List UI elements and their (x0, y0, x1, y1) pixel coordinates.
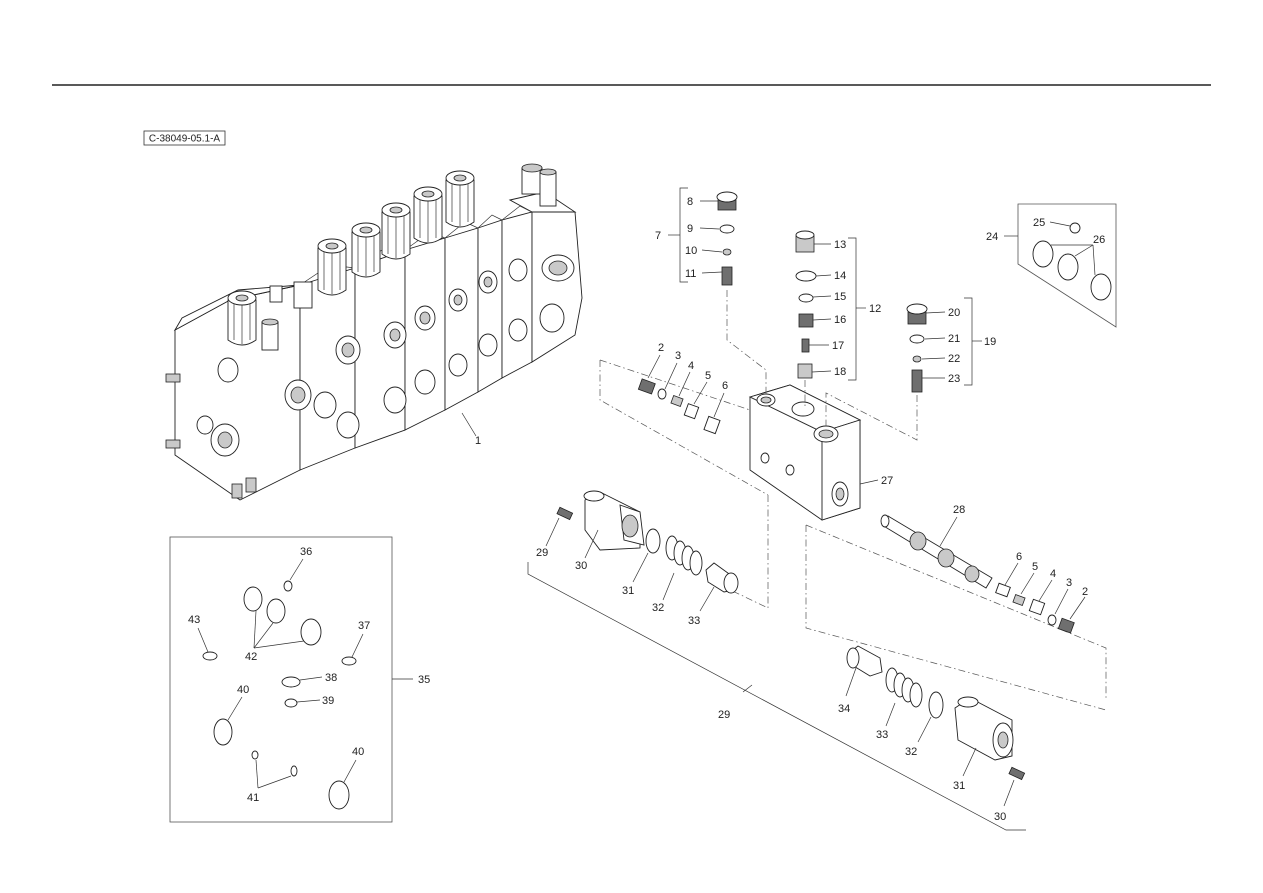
callout-22: 22 (948, 353, 960, 365)
callout-11: 11 (685, 268, 696, 280)
section-body-27: 27 (748, 384, 893, 521)
callout-29: 29 (718, 709, 730, 721)
assembly-line-29: 29 (527, 562, 1026, 831)
callout-1: 1 (475, 435, 481, 447)
callout-12: 12 (869, 303, 881, 315)
callout-26: 26 (1093, 234, 1105, 246)
callout-37: 37 (358, 620, 370, 632)
callout-24: 24 (986, 231, 998, 243)
figure-reference: C-38049-05.1-A (149, 134, 220, 145)
callout-21: 21 (948, 333, 960, 345)
callout-30-left: 29 (536, 547, 548, 559)
callout-3-right: 3 (1066, 577, 1072, 589)
callout-4-left: 4 (688, 360, 694, 372)
callout-4-right: 4 (1050, 568, 1056, 580)
callout-25: 25 (1033, 217, 1045, 229)
callout-30-right: 30 (994, 811, 1006, 823)
o-ring-kit-24: 24 25 26 (986, 203, 1117, 328)
callout-31-right: 31 (953, 780, 965, 792)
figure-reference-tag: C-38049-05.1-A (143, 130, 226, 146)
callout-5-left: 5 (705, 370, 711, 382)
callout-34-left: 33 (688, 615, 700, 627)
callout-15: 15 (834, 291, 846, 303)
check-valve-kit-12: 12 13 14 15 16 17 18 (795, 230, 881, 381)
relief-valve-kit-19: 19 20 21 22 23 (906, 297, 996, 393)
callout-19: 19 (984, 336, 996, 348)
callout-42: 42 (245, 651, 257, 663)
spool-cap-group-right: 34 33 32 31 30 (838, 645, 1026, 823)
callout-14: 14 (834, 270, 846, 282)
valve-assembly-illustration: 1 (165, 163, 583, 501)
spool-end-parts-right: 6 5 4 3 2 (995, 551, 1088, 634)
callout-40-top: 40 (237, 684, 249, 696)
callout-6-right: 6 (1016, 551, 1022, 563)
spool-cap-group-left: 29 30 31 32 33 (536, 490, 739, 627)
callout-35: 35 (418, 674, 430, 686)
callout-7: 7 (655, 230, 661, 242)
callout-6-left: 6 (722, 380, 728, 392)
alignment-lines (599, 290, 1107, 711)
callout-16: 16 (834, 314, 846, 326)
callout-38: 38 (325, 672, 337, 684)
callout-32-left: 31 (622, 585, 634, 597)
callout-18: 18 (834, 366, 846, 378)
callout-17: 17 (832, 340, 844, 352)
callout-33-left: 32 (652, 602, 664, 614)
callout-40-bottom: 40 (352, 746, 364, 758)
callout-34-right: 34 (838, 703, 850, 715)
callout-27: 27 (881, 475, 893, 487)
callout-36: 36 (300, 546, 312, 558)
callout-23: 23 (948, 373, 960, 385)
callout-20: 20 (948, 307, 960, 319)
relief-valve-kit-7: 7 8 9 10 11 (655, 187, 738, 286)
callout-5-right: 5 (1032, 561, 1038, 573)
callout-2-left: 2 (658, 342, 664, 354)
callout-39: 39 (322, 695, 334, 707)
seal-kit-panel: 35 36 42 43 37 38 39 40 41 40 (169, 536, 430, 823)
callout-9: 9 (687, 223, 693, 235)
callout-2-right: 2 (1082, 586, 1088, 598)
callout-13: 13 (834, 239, 846, 251)
callout-28: 28 (953, 504, 965, 516)
spool-end-parts-left: 2 3 4 5 6 (637, 342, 728, 435)
callout-33-right: 33 (876, 729, 888, 741)
callout-43: 43 (188, 614, 200, 626)
callout-41: 41 (247, 792, 259, 804)
callout-32-right: 32 (905, 746, 917, 758)
callout-8: 8 (687, 196, 693, 208)
callout-3-left: 3 (675, 350, 681, 362)
callout-10: 10 (685, 245, 697, 257)
spool-28: 28 (880, 504, 993, 589)
callout-31-left: 30 (575, 560, 587, 572)
